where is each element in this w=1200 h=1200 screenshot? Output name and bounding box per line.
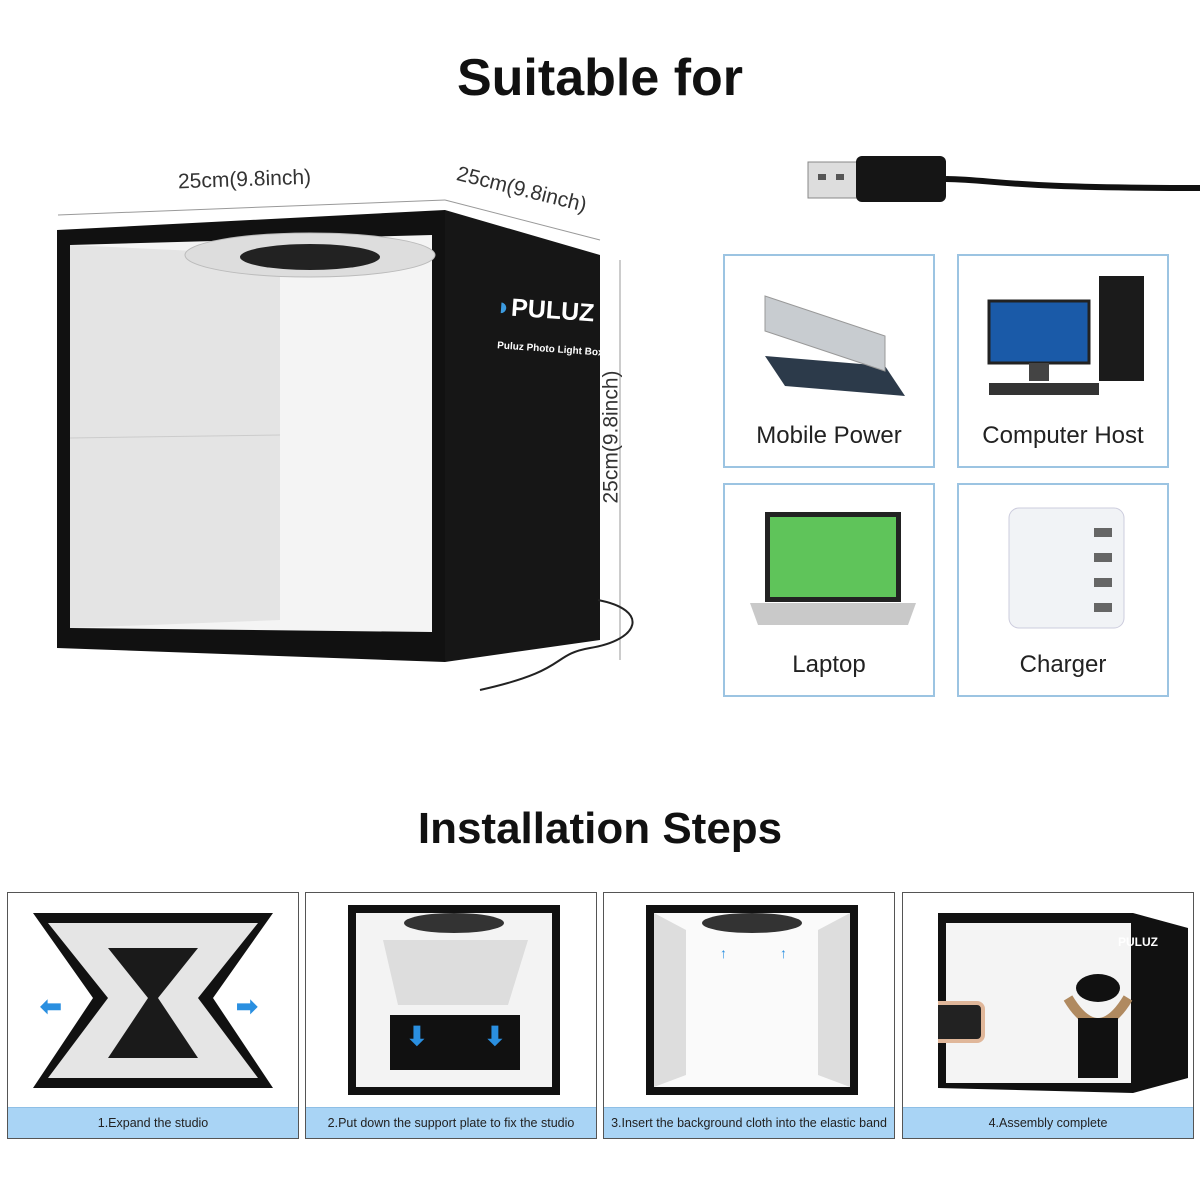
- light-box-illustration: [50, 160, 670, 700]
- step-3: ↑ ↑ 3.Insert the background cloth into t…: [603, 892, 895, 1139]
- installation-title: Installation Steps: [417, 804, 783, 853]
- usb-cable-icon: [800, 150, 1200, 225]
- step-caption: 4.Assembly complete: [903, 1107, 1193, 1138]
- arrow-down-icon: ⬇: [406, 1021, 428, 1051]
- arrow-left-icon: ⬅: [40, 991, 62, 1021]
- device-card-computer-host: Computer Host: [957, 254, 1169, 468]
- device-card-mobile-power: Mobile Power: [723, 254, 935, 468]
- usb-charger-icon: [1008, 507, 1125, 629]
- step-1: ⬅ ➡ 1.Expand the studio: [7, 892, 299, 1139]
- device-label: Charger: [1019, 651, 1107, 678]
- page-title: Suitable for: [456, 49, 744, 107]
- arrow-right-icon: ➡: [236, 991, 258, 1021]
- desktop-computer-icon: [987, 276, 1144, 395]
- arrow-down-icon: ⬇: [484, 1021, 506, 1051]
- power-bank-icon: [764, 295, 905, 396]
- brand-logo-small: PULUZ: [1118, 935, 1158, 949]
- step-caption: 1.Expand the studio: [8, 1107, 298, 1138]
- width-dimension: 25cm(9.8inch): [177, 165, 312, 194]
- laptop-icon: [750, 512, 916, 625]
- device-label: Laptop: [792, 651, 866, 678]
- device-card-charger: Charger: [957, 483, 1169, 697]
- device-label: Computer Host: [982, 422, 1144, 449]
- step-caption: 2.Put down the support plate to fix the …: [306, 1107, 596, 1138]
- device-label: Mobile Power: [756, 422, 902, 449]
- arrow-up-icon: ↑: [780, 945, 787, 961]
- device-card-laptop: Laptop: [723, 483, 935, 697]
- step-caption: 3.Insert the background cloth into the e…: [604, 1107, 894, 1138]
- arrow-up-icon: ↑: [720, 945, 727, 961]
- height-dimension: 25cm(9.8inch): [599, 370, 623, 504]
- step-2: ⬇ ⬇ 2.Put down the support plate to fix …: [305, 892, 597, 1139]
- step-4: PULUZ 4.Assembly complete: [902, 892, 1194, 1139]
